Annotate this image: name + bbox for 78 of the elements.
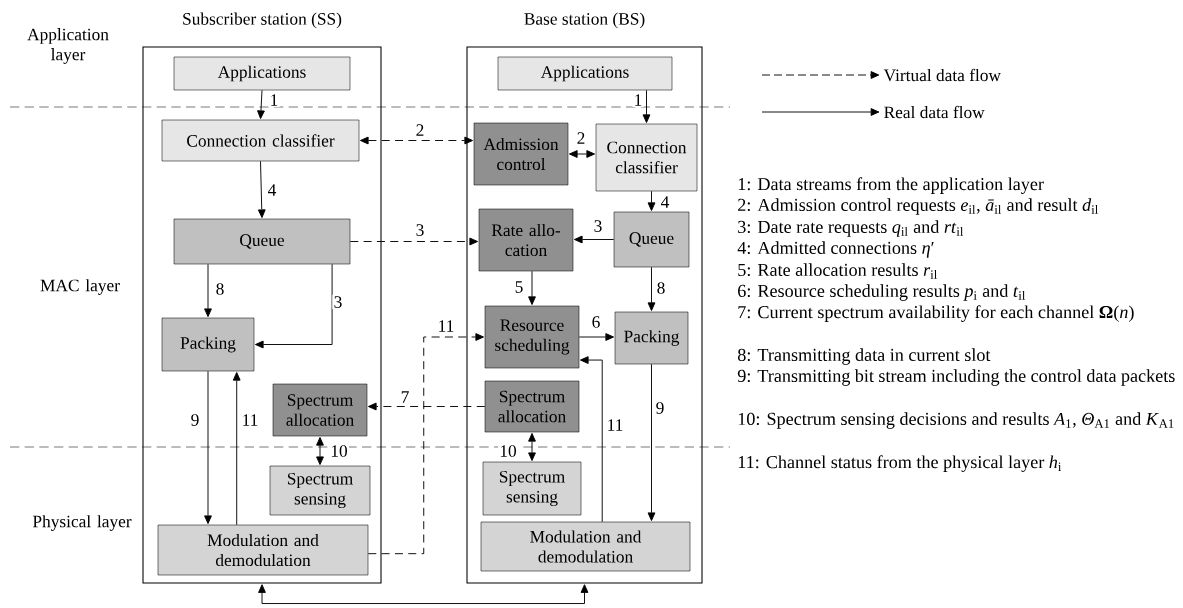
process-box: Queue: [613, 211, 690, 268]
edge-label: 4: [266, 182, 278, 198]
arrow: [255, 263, 333, 349]
process-box: Queue: [173, 218, 351, 265]
process-box: Applications: [497, 56, 673, 91]
note: 8: Transmitting data in current slot: [737, 348, 991, 365]
arrow: [574, 235, 615, 244]
process-box: Spectrum sensing: [269, 465, 371, 516]
process-box: Rate allo- cation: [478, 208, 574, 272]
process-box: Packing: [161, 317, 255, 372]
edge-label: 2: [575, 130, 587, 146]
edge-label: 8: [214, 281, 226, 297]
arrow: [580, 356, 603, 523]
edge-label: 2: [414, 122, 426, 138]
edge-label: 3: [592, 218, 604, 234]
process-box: Modulation and demodulation: [157, 524, 369, 576]
edge-label: 9: [654, 400, 666, 416]
process-box: Spectrum allocation: [272, 383, 368, 437]
edge-label: 10: [498, 443, 518, 459]
edge-label: 3: [414, 222, 426, 238]
note: 10: Spectrum sensing decisions and results A$_{1}$, Θ$_{A1}$ and K$_{A1}$: [738, 412, 1174, 429]
arrow: [647, 266, 656, 311]
note: 7: Current spectrum availability for each channel Ω(n): [738, 305, 1134, 322]
station-heading: Subscriber station (SS): [183, 12, 342, 29]
arrow: [204, 370, 212, 525]
edge-label: 4: [659, 194, 671, 210]
note: 9: Transmitting bit stream including the control data packets: [737, 369, 1175, 386]
process-box: Modulation and demodulation: [480, 521, 691, 572]
legend-label: Virtual data flow: [883, 68, 1001, 82]
note: 2: Admission control requests e$_{il}$, ā$_{il}$ and result d$_{il}$: [738, 198, 1098, 215]
arrow: [367, 333, 484, 555]
arrow: [578, 333, 614, 341]
layer-label: Physical layer: [32, 515, 132, 531]
note: 5: Rate allocation results r$_{il}$: [738, 263, 937, 279]
layer-label: Application layer: [27, 28, 109, 64]
process-box: Resource scheduling: [484, 305, 580, 369]
note: 11: Channel status from the physical layer h$_{i}$: [738, 455, 1062, 472]
arrow: [232, 372, 241, 526]
legend-label: Real data flow: [884, 105, 985, 119]
layer-label: MAC layer: [40, 279, 120, 295]
edge-label: 11: [436, 318, 456, 334]
arrow: [647, 190, 656, 212]
edge-label: 11: [605, 417, 625, 433]
arrow: [349, 237, 478, 246]
arrow: [569, 150, 595, 158]
note: 6: Resource scheduling results p$_{i}$ and t$_{il}$: [738, 284, 1026, 301]
process-box: Spectrum allocation: [484, 380, 580, 433]
process-box: Connection classifier: [161, 119, 360, 162]
arrow: [258, 584, 589, 604]
note: 1: Data streams from the application layer: [738, 177, 1044, 194]
station-heading: Base station (BS): [524, 12, 645, 29]
arrow: [528, 433, 536, 462]
arrow: [204, 263, 212, 318]
edge-label: 3: [332, 294, 344, 310]
arrow: [257, 160, 266, 219]
edge-label: 9: [189, 412, 201, 428]
note: 4: Admitted connections η′: [737, 241, 934, 258]
edge-label: 10: [329, 443, 349, 459]
edge-label: 8: [655, 280, 667, 296]
edge-label: 5: [513, 279, 525, 295]
arrow: [257, 89, 265, 120]
arrow: [647, 363, 656, 522]
note: 3: Date rate requests q$_{il}$ and rt$_{il}$: [738, 220, 964, 237]
process-box: Packing: [614, 311, 689, 365]
process-box: Connection classifier: [595, 123, 698, 192]
arrow: [316, 437, 324, 465]
edge-label: 1: [268, 92, 280, 108]
process-box: Applications: [173, 56, 351, 91]
edge-label: 11: [240, 412, 260, 428]
edge-label: 6: [590, 314, 602, 330]
arrow: [528, 270, 536, 306]
process-box: Spectrum sensing: [482, 461, 582, 516]
arrow: [642, 89, 651, 124]
arrow: [368, 402, 486, 411]
arrow: [360, 136, 473, 145]
edge-label: 7: [399, 390, 411, 404]
edge-label: 1: [632, 92, 644, 108]
process-box: Admission control: [473, 122, 569, 186]
